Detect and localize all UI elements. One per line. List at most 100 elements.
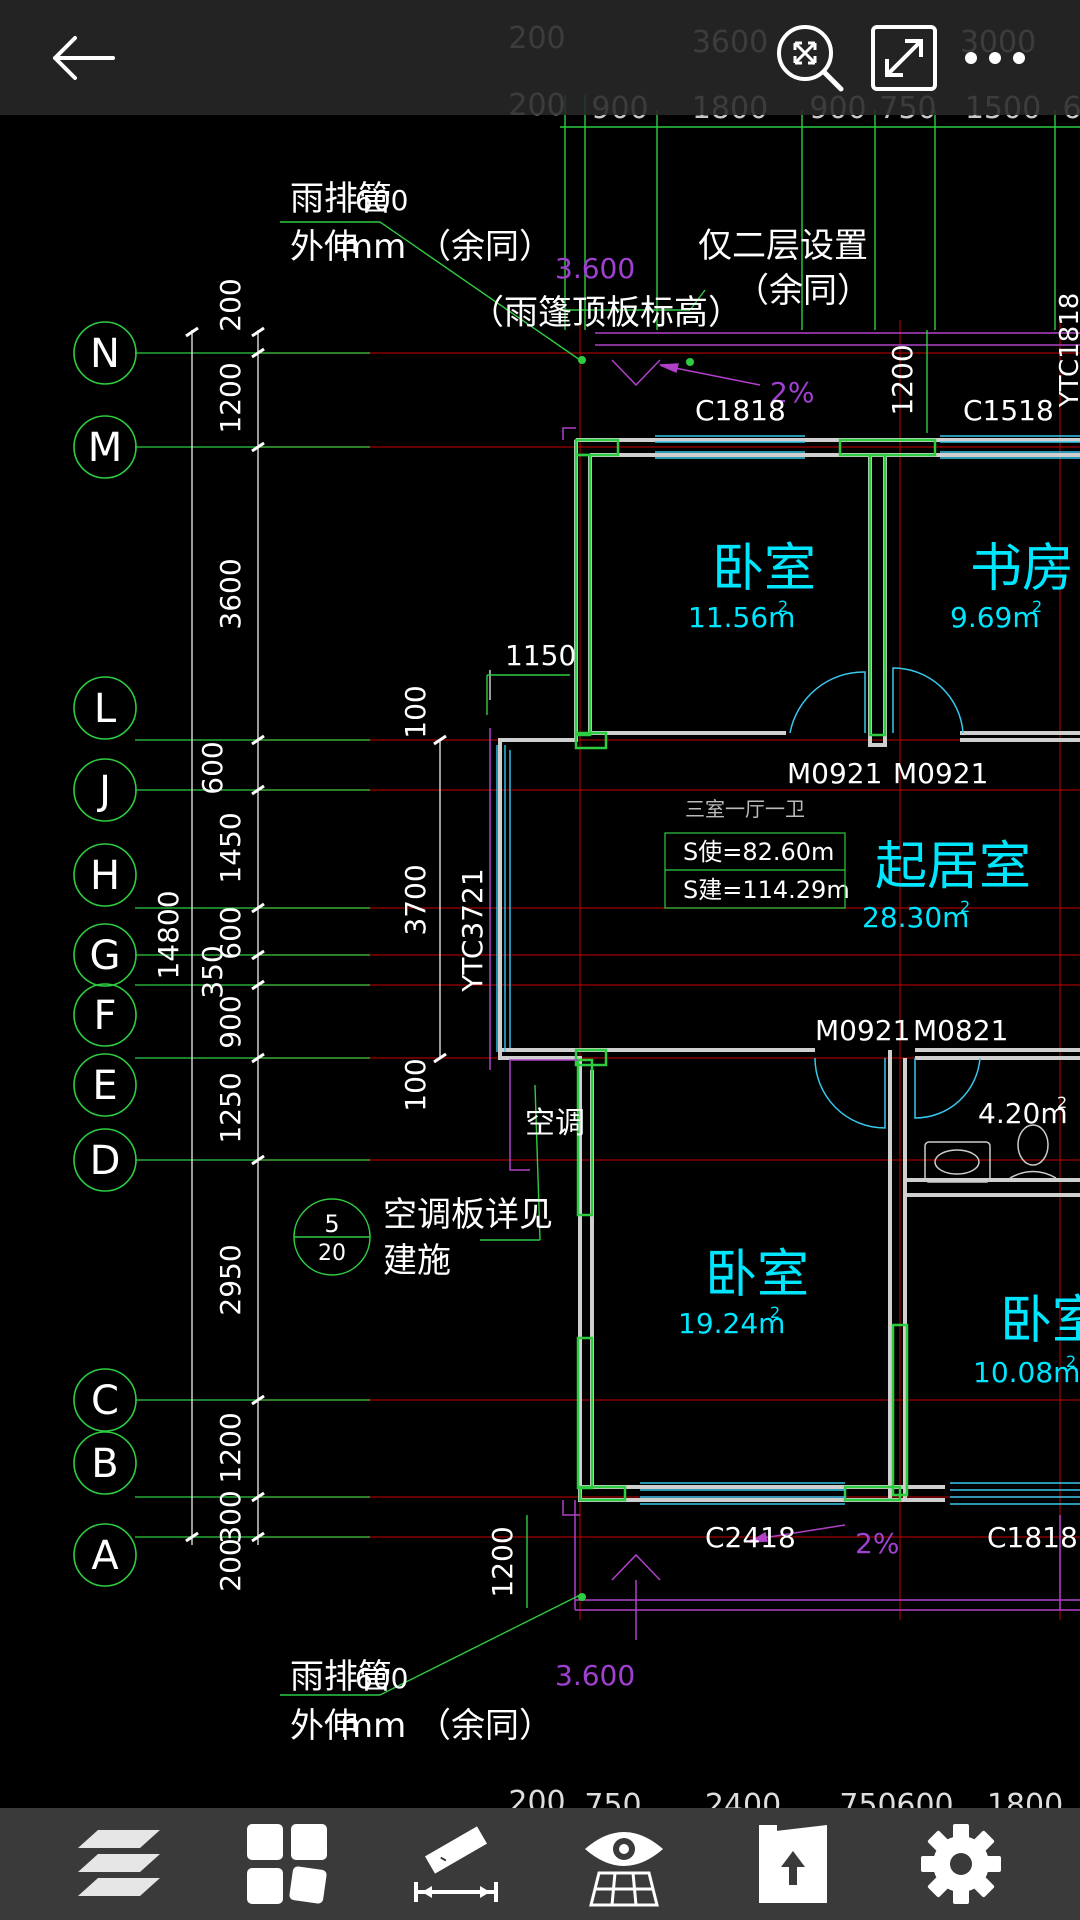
more-horizontal-icon (965, 52, 1025, 64)
dim-outer-200-top: 200 (214, 278, 247, 331)
dimension-ticks (185, 326, 447, 1543)
bathroom-fixtures (924, 1124, 1057, 1183)
detail-number: 5 (324, 1210, 339, 1238)
windows (496, 435, 1080, 1505)
axis-label-l: L (94, 686, 117, 732)
room-sup-bedroom-2: 2 (770, 1303, 780, 1322)
axis-label-b: B (91, 1441, 118, 1487)
dim-outer-1250: 1250 (214, 1072, 247, 1143)
ac-label: 空调 (525, 1106, 585, 1141)
room-area-bedroom-3: 10.08m (973, 1356, 1080, 1389)
room-sup-bedroom-1: 2 (778, 597, 788, 616)
dim-outer-900: 900 (214, 995, 247, 1048)
measure-icon (413, 1826, 498, 1902)
window-c2418: C2418 (705, 1521, 796, 1554)
fullscreen-icon (871, 25, 937, 91)
dim-outer-1200: 1200 (214, 362, 247, 433)
dim-outer-2950: 2950 (214, 1244, 247, 1315)
slope-arrows (659, 363, 846, 1543)
ac-note-2: 建施 (383, 1241, 451, 1281)
top-dim-line (560, 95, 1080, 330)
elevation-bottom: 3.600 (555, 1659, 635, 1692)
door-m0921-c: M0921 (815, 1014, 910, 1047)
axis-leaders (135, 352, 370, 1538)
dim-outer-3600: 3600 (214, 558, 247, 629)
rain-pipe-overlap-top: 600 (355, 184, 408, 217)
axis-label-g: G (90, 933, 121, 979)
dim-outer-1200-b: 1200 (214, 1412, 247, 1483)
rain-pipe-note-top: mm （余同） (340, 227, 553, 267)
rain-pipe-note-bottom: mm （余同） (340, 1706, 553, 1746)
layers-button[interactable] (69, 1814, 169, 1914)
back-button[interactable] (42, 18, 122, 98)
room-name-living: 起居室 (875, 837, 1031, 897)
axis-label-h: H (90, 853, 120, 899)
axis-label-e: E (92, 1063, 117, 1109)
dim-1150: 1150 (505, 639, 576, 672)
fullscreen-button[interactable] (864, 18, 944, 98)
ac-note-1: 空调板详见 (383, 1195, 553, 1235)
dim-outer-600-b: 600 (214, 906, 247, 959)
axis-label-n: N (90, 331, 120, 377)
second-floor-note-1: 仅二层设置 (698, 226, 868, 266)
window-c1818-top: C1818 (695, 394, 786, 427)
dim-inner-100-top: 100 (399, 685, 432, 738)
rain-pipe-overlap-bottom: 600 (355, 1662, 408, 1695)
plan-type: 三室一厅一卫 (685, 797, 805, 821)
rain-pipe-label-top: 雨排管 (290, 179, 392, 219)
canopy-note: （雨篷顶板标高） (470, 293, 742, 333)
gear-icon (921, 1824, 1002, 1904)
room-area-study: 9.69m (950, 601, 1040, 634)
second-floor-note-2: （余同） (735, 271, 871, 311)
window-c1818-bottom: C1818 (987, 1521, 1078, 1554)
dim-inner-3700: 3700 (399, 864, 432, 935)
room-name-bedroom-1: 卧室 (712, 539, 816, 599)
slope-top: 2% (770, 376, 814, 409)
room-name-bedroom-2: 卧室 (705, 1245, 809, 1305)
zoom-extents-button[interactable] (770, 18, 850, 98)
settings-button[interactable] (911, 1814, 1011, 1914)
dim-1200-top: 1200 (886, 344, 919, 415)
axis-label-a: A (91, 1533, 119, 1579)
view-icon (585, 1832, 664, 1907)
dim-outer-1450: 1450 (214, 812, 247, 883)
export-icon (758, 1825, 827, 1903)
room-area-living: 28.30m (862, 901, 969, 934)
elevation-triangles (611, 359, 661, 1640)
more-button[interactable] (955, 18, 1035, 98)
area-use: S使=82.60m (683, 838, 834, 866)
elevation-top: 3.600 (555, 252, 635, 285)
export-button[interactable] (743, 1814, 843, 1914)
room-sup-bedroom-3: 2 (1066, 1352, 1076, 1371)
dim-total: 14800 (152, 890, 185, 979)
bay-window-code: YTC3721 (456, 868, 489, 992)
detail-sheet: 20 (318, 1241, 346, 1266)
view-button[interactable] (574, 1814, 674, 1914)
door-m0921-a: M0921 (787, 757, 882, 790)
measure-button[interactable] (406, 1814, 506, 1914)
bay-window-outline (489, 332, 1080, 1611)
area-box (664, 832, 846, 909)
dim-1200-bottom: 1200 (486, 1526, 519, 1597)
door-m0821: M0821 (913, 1014, 1008, 1047)
structural-columns (574, 438, 937, 1502)
walls (498, 438, 1080, 1502)
door-swings (789, 667, 981, 1129)
rain-pipe-label-bottom: 雨排管 (290, 1657, 392, 1697)
layout-icon (247, 1824, 328, 1904)
dim-outer-300: 300 (214, 1490, 247, 1543)
dim-inner-100-bottom: 100 (399, 1058, 432, 1111)
points (578, 356, 694, 1601)
detail-callout: 5 20 (293, 1198, 371, 1276)
rain-pipe-extend-top: 外伸 (290, 227, 358, 267)
axis-label-m: M (88, 425, 123, 471)
layout-button[interactable] (237, 1814, 337, 1914)
axis-label-d: D (90, 1138, 121, 1184)
room-sup-living: 2 (960, 897, 970, 916)
layers-icon (77, 1830, 160, 1896)
door-m0921-b: M0921 (893, 757, 988, 790)
top-toolbar (0, 0, 1080, 115)
area-build: S建=114.29m (683, 876, 850, 904)
dim-outer-200-bottom: 200 (214, 1538, 247, 1591)
